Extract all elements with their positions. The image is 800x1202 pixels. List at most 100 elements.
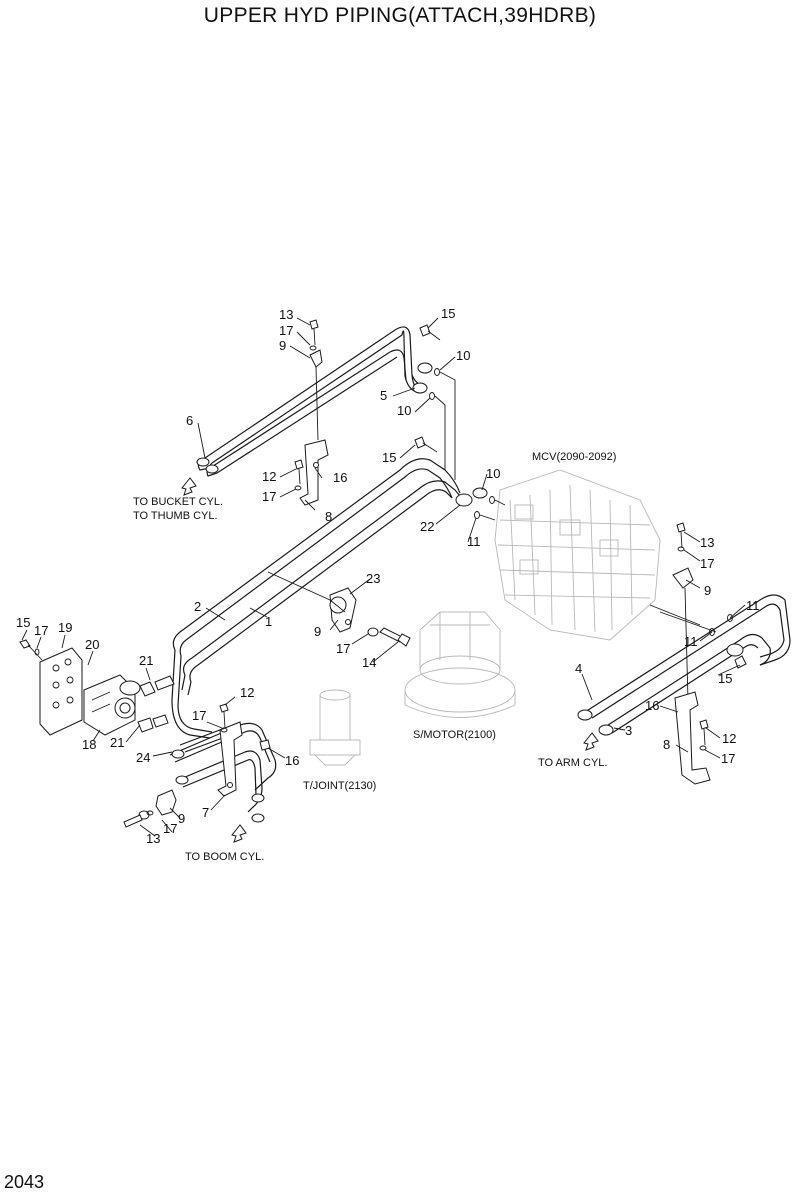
pipe-5-flange bbox=[412, 382, 428, 394]
bolt-15-mid bbox=[414, 436, 438, 453]
callout: 16 bbox=[645, 698, 659, 713]
bolt-13-lower bbox=[123, 810, 150, 828]
boom-flange-d bbox=[251, 813, 265, 823]
boom-flange-a bbox=[171, 749, 185, 759]
pipe-2 bbox=[172, 458, 461, 657]
page-title: UPPER HYD PIPING(ATTACH,39HDRB) bbox=[203, 4, 597, 27]
bolt-12-lower bbox=[219, 703, 229, 729]
pipe-6-port-flange bbox=[417, 362, 433, 374]
bolt-12-right bbox=[699, 719, 709, 746]
callout: 2 bbox=[194, 599, 201, 614]
callout: 7 bbox=[202, 805, 209, 820]
bolt-15-upper bbox=[419, 324, 441, 341]
pipe-6-flange-a bbox=[196, 457, 210, 467]
callout: 8 bbox=[325, 509, 332, 524]
callout: 21 bbox=[110, 735, 124, 750]
callout: 23 bbox=[366, 571, 380, 586]
callout: 13 bbox=[146, 831, 160, 846]
bolt-14 bbox=[367, 627, 411, 647]
guide-lines bbox=[267, 371, 717, 633]
callout: 24 bbox=[136, 750, 150, 765]
callout: 5 bbox=[380, 388, 387, 403]
callout: 17 bbox=[279, 323, 293, 338]
label-to-boom: TO BOOM CYL. bbox=[185, 851, 264, 863]
pipe-return-loops bbox=[171, 649, 213, 739]
callout: 17 bbox=[262, 489, 276, 504]
page-number: 2043 bbox=[4, 1172, 45, 1192]
callout: 16 bbox=[333, 470, 347, 485]
callout: 9 bbox=[178, 811, 185, 826]
callout: 20 bbox=[85, 637, 99, 652]
leader-lines bbox=[21, 317, 746, 837]
bolt-12-upper bbox=[294, 459, 304, 485]
bolt-15-right bbox=[734, 655, 747, 669]
swing-motor-outline bbox=[404, 611, 516, 718]
pipe-10-flange bbox=[472, 487, 488, 499]
callout: 17 bbox=[700, 556, 714, 571]
callout: 13 bbox=[700, 535, 714, 550]
callout: 12 bbox=[240, 685, 254, 700]
callout: 13 bbox=[279, 307, 293, 322]
label-turning-joint: T/JOINT(2130) bbox=[303, 780, 376, 792]
bracket-8-upper bbox=[299, 349, 329, 506]
callout-numbers: 13 17 9 15 10 5 10 6 12 16 17 8 15 10 22… bbox=[16, 306, 760, 846]
callout: 14 bbox=[362, 655, 376, 670]
callout: 3 bbox=[625, 723, 632, 738]
callout: 17 bbox=[336, 641, 350, 656]
callout: 9 bbox=[314, 624, 321, 639]
bracket-7 bbox=[217, 721, 243, 797]
callout: 11 bbox=[467, 534, 481, 549]
pipe-3 bbox=[604, 633, 771, 734]
callout: 11 bbox=[684, 634, 698, 649]
clamp-23 bbox=[329, 587, 357, 633]
label-mcv: MCV(2090-2092) bbox=[532, 451, 616, 463]
callout: 9 bbox=[279, 338, 286, 353]
label-swing-motor: S/MOTOR(2100) bbox=[413, 729, 496, 741]
callout: 10 bbox=[456, 348, 470, 363]
fitting-21-lower bbox=[137, 714, 169, 733]
callout: 4 bbox=[575, 661, 582, 676]
callout: 15 bbox=[441, 306, 455, 321]
plate-19 bbox=[39, 647, 83, 736]
arrow-to-bucket bbox=[181, 477, 197, 496]
label-to-arm: TO ARM CYL. bbox=[538, 757, 607, 769]
boom-flange-c bbox=[251, 793, 265, 803]
callout: 21 bbox=[139, 653, 153, 668]
callout: 8 bbox=[663, 737, 670, 752]
callout: 12 bbox=[262, 469, 276, 484]
callout: 22 bbox=[420, 519, 434, 534]
arm-flange-b bbox=[598, 724, 614, 736]
mcv-valve-outline bbox=[494, 469, 661, 641]
bracket-8-right bbox=[672, 567, 711, 785]
callout: 1 bbox=[265, 614, 272, 629]
nut-16-lower bbox=[259, 739, 271, 751]
turning-joint-outline bbox=[309, 689, 361, 766]
boom-flange-b bbox=[175, 775, 189, 785]
arm-flange-a bbox=[577, 709, 593, 721]
bolt-13-upper bbox=[309, 319, 319, 346]
callout: 16 bbox=[285, 753, 299, 768]
pipe-22-flange bbox=[455, 493, 473, 507]
callout: 6 bbox=[186, 413, 193, 428]
callout: 10 bbox=[397, 403, 411, 418]
pipe-4 bbox=[584, 594, 791, 719]
arrow-to-boom bbox=[231, 824, 247, 843]
arrow-to-arm bbox=[583, 732, 599, 751]
label-to-thumb: TO THUMB CYL. bbox=[133, 510, 218, 522]
arm-port-flange bbox=[726, 643, 744, 657]
callout: 17 bbox=[163, 821, 177, 836]
callout: 19 bbox=[58, 620, 72, 635]
fitting-21-upper bbox=[139, 675, 175, 697]
callout: 17 bbox=[721, 751, 735, 766]
callout: 10 bbox=[486, 466, 500, 481]
callout: 12 bbox=[722, 731, 736, 746]
callout: 18 bbox=[82, 737, 96, 752]
callout: 17 bbox=[192, 708, 206, 723]
pipe-6-flange-b bbox=[205, 464, 219, 474]
label-to-bucket: TO BUCKET CYL. bbox=[133, 496, 223, 508]
callout: 17 bbox=[34, 623, 48, 638]
callout: 15 bbox=[718, 671, 732, 686]
callout: 9 bbox=[704, 583, 711, 598]
callout: 15 bbox=[16, 615, 30, 630]
